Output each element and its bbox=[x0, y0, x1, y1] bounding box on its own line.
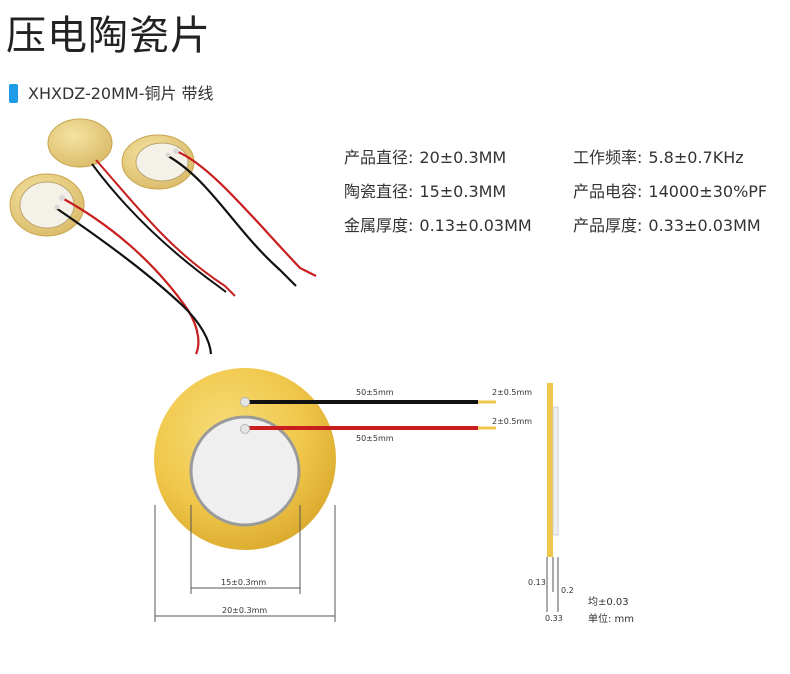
wire-length-label: 50±5mm bbox=[356, 388, 394, 397]
ceramic-left bbox=[19, 181, 75, 229]
tolerance-note: 均±0.03 bbox=[588, 596, 629, 608]
thickness-dimension-lines bbox=[546, 557, 559, 612]
wire-black bbox=[55, 207, 213, 355]
spec-cell: 产品厚度: 0.33±0.03MM bbox=[573, 212, 761, 246]
wire-red bbox=[95, 159, 236, 297]
solder-point bbox=[59, 195, 65, 201]
spec-cell: 产品直径: 20±0.3MM bbox=[344, 144, 573, 178]
solder-point bbox=[165, 152, 171, 158]
solder-point bbox=[240, 397, 250, 407]
wire-red bbox=[175, 149, 317, 277]
ceramic-layer-side bbox=[552, 406, 559, 536]
spec-row: 金属厚度: 0.13±0.03MM 产品厚度: 0.33±0.03MM bbox=[344, 212, 767, 246]
spec-label: 产品电容: bbox=[573, 182, 643, 201]
spec-value: 15±0.3MM bbox=[419, 182, 507, 201]
spec-label: 产品厚度: bbox=[573, 216, 643, 235]
product-photo bbox=[9, 118, 317, 355]
accent-bar bbox=[9, 84, 18, 103]
spec-row: 陶瓷直径: 15±0.3MM 产品电容: 14000±30%PF bbox=[344, 178, 767, 212]
wire-black bbox=[91, 163, 227, 293]
disc-diameter-label: 20±0.3mm bbox=[222, 606, 267, 615]
spec-row: 产品直径: 20±0.3MM 工作频率: 5.8±0.7KHz bbox=[344, 144, 767, 178]
unit-note: 单位: mm bbox=[588, 612, 634, 625]
solder-point bbox=[54, 204, 60, 210]
solder-point bbox=[240, 424, 250, 434]
wire-length-label: 50±5mm bbox=[356, 434, 394, 443]
ceramic-layer bbox=[189, 415, 301, 527]
spec-label: 金属厚度: bbox=[344, 216, 414, 235]
solder-point bbox=[173, 148, 179, 154]
page-title: 压电陶瓷片 bbox=[6, 13, 211, 59]
spec-value: 0.13±0.03MM bbox=[419, 216, 532, 235]
strip-length-label: 2±0.5mm bbox=[492, 417, 532, 426]
total-thickness-label: 0.33 bbox=[545, 614, 563, 623]
spec-value: 0.33±0.03MM bbox=[648, 216, 761, 235]
spec-label: 陶瓷直径: bbox=[344, 182, 414, 201]
dimension-lines bbox=[154, 505, 336, 622]
spec-table: 产品直径: 20±0.3MM 工作频率: 5.8±0.7KHz 陶瓷直径: 15… bbox=[344, 144, 767, 246]
disc-back bbox=[47, 118, 113, 168]
ceramic-right bbox=[135, 142, 189, 182]
wire-red bbox=[61, 197, 200, 355]
metal-thickness-label: 0.13 bbox=[528, 578, 546, 587]
spec-cell: 产品电容: 14000±30%PF bbox=[573, 178, 767, 212]
spec-value: 14000±30%PF bbox=[648, 182, 768, 201]
spec-value: 20±0.3MM bbox=[419, 148, 507, 167]
wire-black bbox=[167, 155, 297, 287]
front-view-drawing: 50±5mm 50±5mm 2±0.5mm 2±0.5mm 15±0.3mm 2… bbox=[154, 368, 532, 622]
strip-length-label: 2±0.5mm bbox=[492, 388, 532, 397]
spec-cell: 工作频率: 5.8±0.7KHz bbox=[573, 144, 744, 178]
spec-value: 5.8±0.7KHz bbox=[648, 148, 744, 167]
metal-layer-side bbox=[547, 383, 553, 557]
spec-label: 产品直径: bbox=[344, 148, 414, 167]
side-view-drawing: 0.13 0.2 0.33 均±0.03 单位: mm bbox=[528, 383, 634, 625]
spec-cell: 陶瓷直径: 15±0.3MM bbox=[344, 178, 573, 212]
spec-label: 工作频率: bbox=[573, 148, 643, 167]
ceramic-diameter-label: 15±0.3mm bbox=[221, 578, 266, 587]
spec-cell: 金属厚度: 0.13±0.03MM bbox=[344, 212, 573, 246]
ceramic-thickness-label: 0.2 bbox=[561, 586, 574, 595]
product-subtitle: XHXDZ-20MM-铜片 带线 bbox=[28, 84, 214, 103]
